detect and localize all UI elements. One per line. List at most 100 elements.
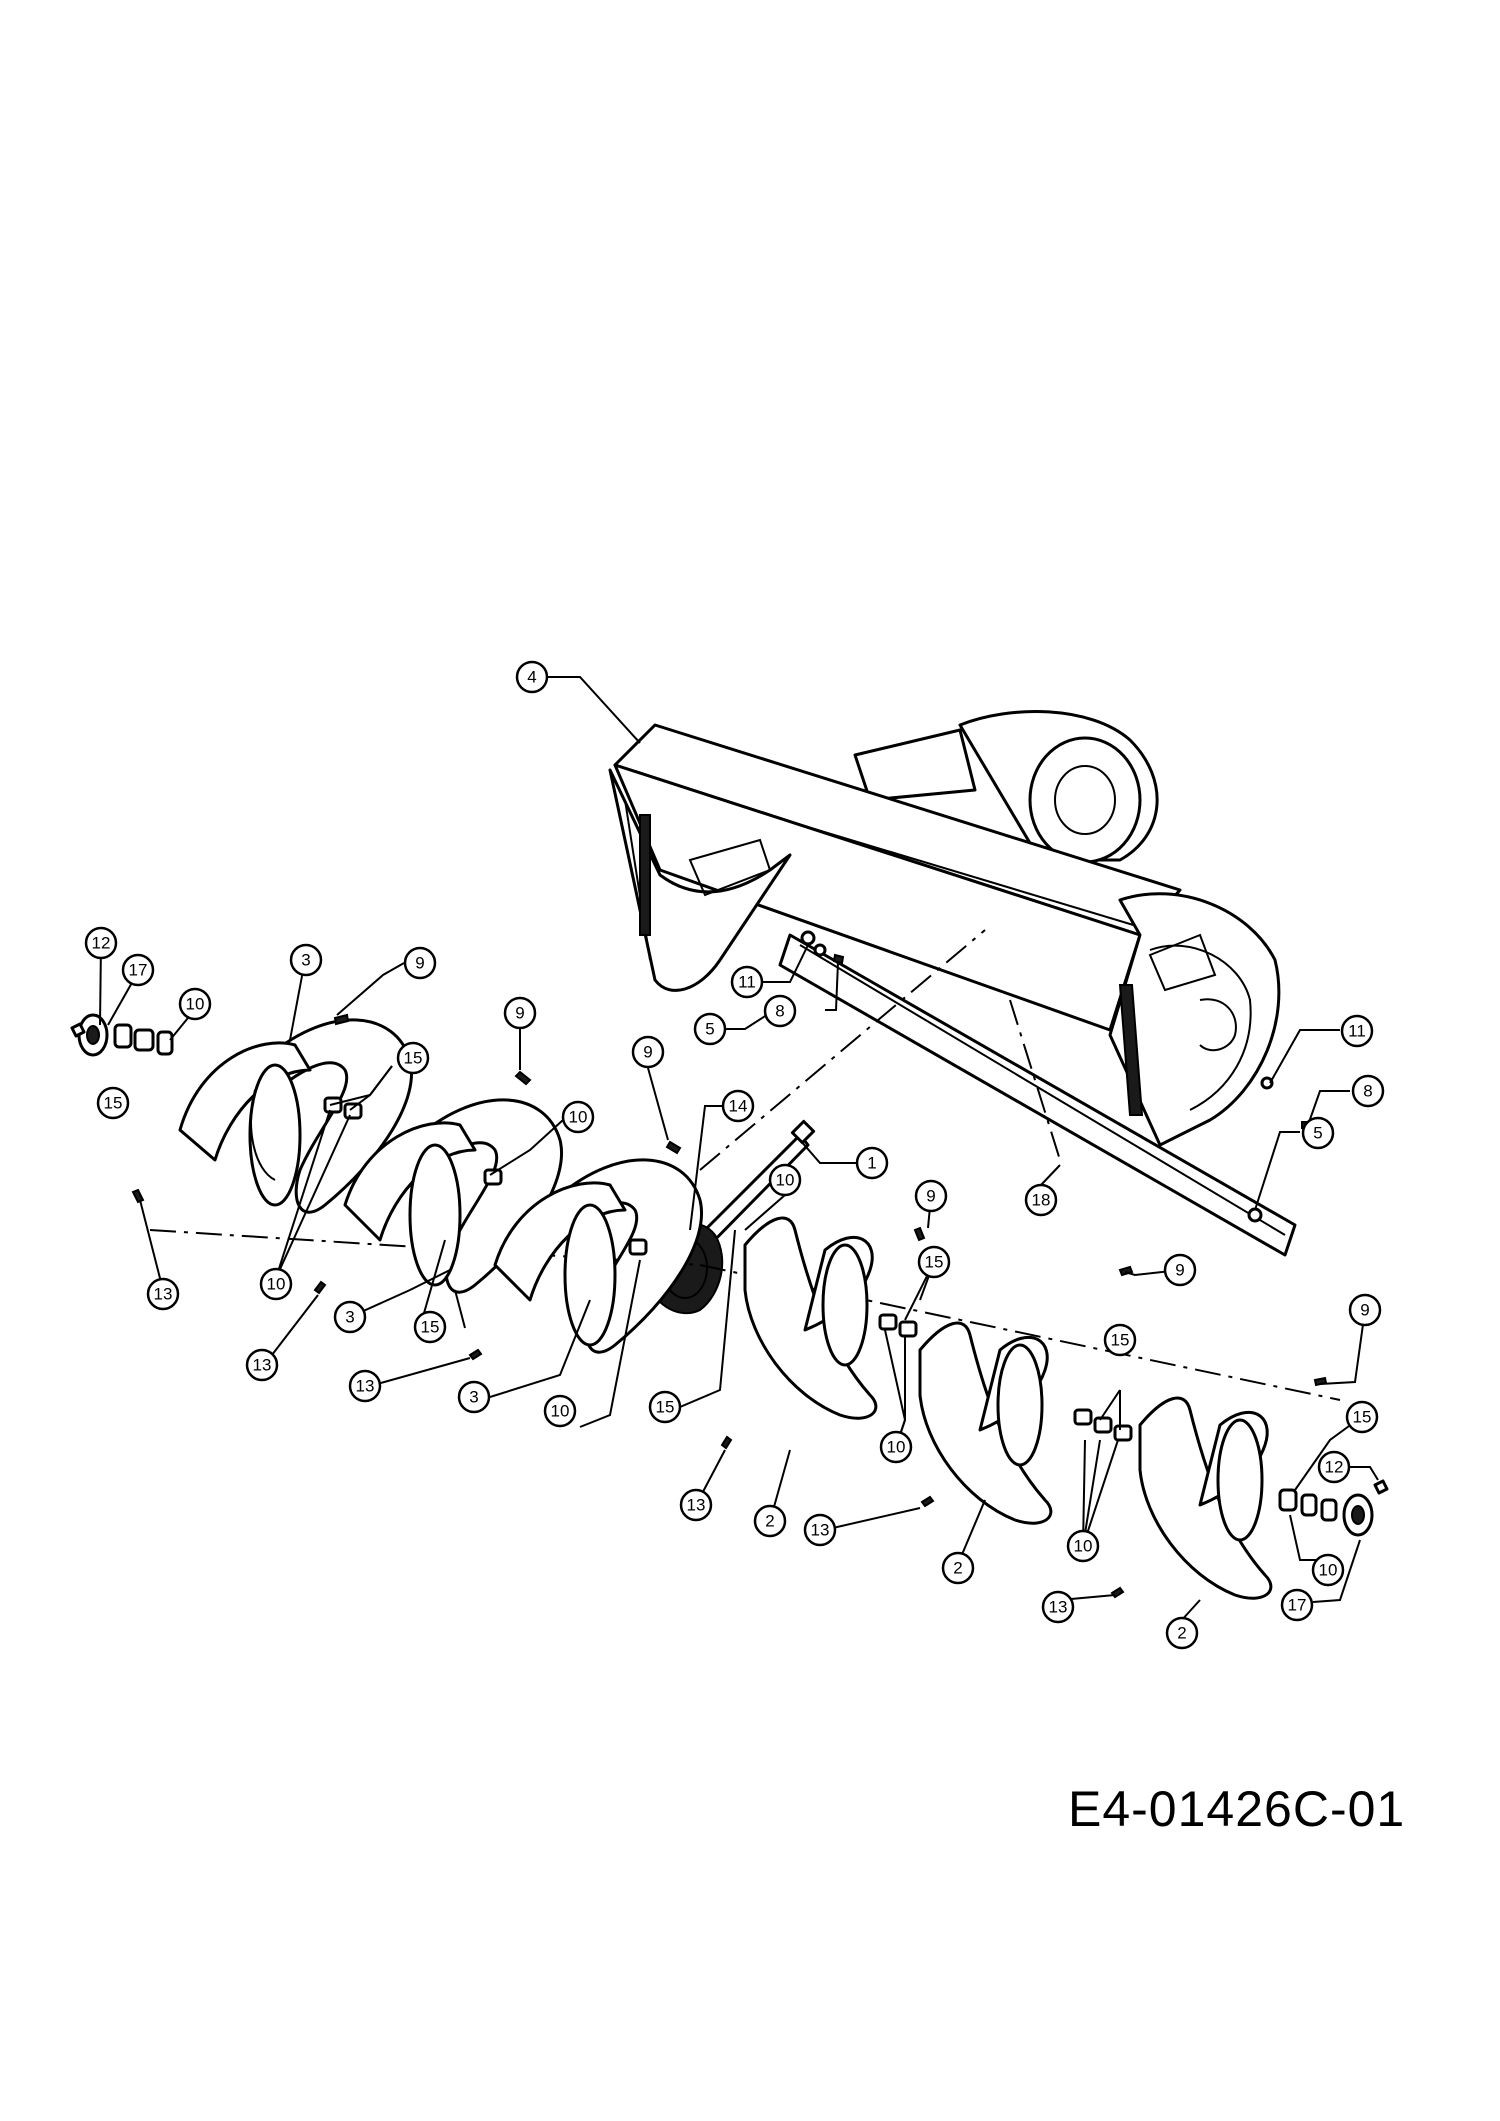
callout-part-12: 12 — [1317, 1450, 1351, 1484]
callout-part-15: 15 — [917, 1245, 951, 1279]
svg-text:13: 13 — [154, 1285, 173, 1304]
svg-text:18: 18 — [1032, 1191, 1051, 1210]
svg-text:9: 9 — [643, 1043, 652, 1062]
callout-part-9: 9 — [503, 996, 537, 1030]
spacers-and-bolts — [131, 930, 1328, 1599]
callout-part-13: 13 — [803, 1513, 837, 1547]
callout-part-15: 15 — [396, 1041, 430, 1075]
svg-text:9: 9 — [926, 1187, 935, 1206]
callout-part-9: 9 — [914, 1179, 948, 1213]
svg-text:3: 3 — [345, 1308, 354, 1327]
svg-text:10: 10 — [776, 1171, 795, 1190]
callout-part-1: 1 — [855, 1146, 889, 1180]
svg-text:15: 15 — [421, 1318, 440, 1337]
callout-part-11: 11 — [1340, 1014, 1374, 1048]
callout-part-3: 3 — [333, 1300, 367, 1334]
left-end-bearing — [70, 1013, 174, 1057]
right-end-bearing — [1278, 1479, 1389, 1537]
svg-text:10: 10 — [551, 1402, 570, 1421]
right-auger-outer — [1138, 1396, 1273, 1600]
svg-text:15: 15 — [1353, 1408, 1372, 1427]
callout-part-9: 9 — [1348, 1293, 1382, 1327]
callout-part-17: 17 — [121, 953, 155, 987]
svg-text:15: 15 — [1111, 1331, 1130, 1350]
callout-part-15: 15 — [413, 1310, 447, 1344]
callout-part-14: 14 — [721, 1089, 755, 1123]
callout-part-10: 10 — [879, 1430, 913, 1464]
leader-lines — [99, 676, 1379, 1623]
callout-part-5: 5 — [1301, 1116, 1335, 1150]
svg-text:13: 13 — [356, 1377, 375, 1396]
svg-text:10: 10 — [186, 995, 205, 1014]
svg-text:8: 8 — [1363, 1082, 1372, 1101]
left-auger-outer — [178, 1018, 413, 1214]
callout-part-5: 5 — [693, 1012, 727, 1046]
svg-text:3: 3 — [301, 951, 310, 970]
callout-part-10: 10 — [259, 1267, 293, 1301]
callout-part-17: 17 — [1280, 1588, 1314, 1622]
left-auger-inner — [493, 1158, 703, 1354]
svg-text:15: 15 — [656, 1398, 675, 1417]
svg-text:2: 2 — [765, 1512, 774, 1531]
callout-part-13: 13 — [348, 1369, 382, 1403]
svg-text:9: 9 — [515, 1004, 524, 1023]
svg-text:2: 2 — [1177, 1624, 1186, 1643]
callout-part-13: 13 — [146, 1277, 180, 1311]
callout-part-8: 8 — [1351, 1074, 1385, 1108]
svg-text:12: 12 — [1325, 1458, 1344, 1477]
callout-part-13: 13 — [679, 1488, 713, 1522]
svg-text:17: 17 — [1288, 1596, 1307, 1615]
svg-text:13: 13 — [1049, 1598, 1068, 1617]
callout-part-2: 2 — [753, 1504, 787, 1538]
callout-part-15: 15 — [1345, 1400, 1379, 1434]
left-auger-middle — [343, 1098, 563, 1294]
callout-part-3: 3 — [457, 1380, 491, 1414]
callout-part-10: 10 — [1311, 1553, 1345, 1587]
svg-text:13: 13 — [687, 1496, 706, 1515]
svg-text:9: 9 — [415, 954, 424, 973]
svg-text:10: 10 — [887, 1438, 906, 1457]
svg-text:14: 14 — [729, 1097, 748, 1116]
svg-text:8: 8 — [775, 1002, 784, 1021]
svg-text:2: 2 — [953, 1559, 962, 1578]
auger-housing — [608, 709, 1297, 1257]
callout-balloons: 4 11 8 5 11 8 5 18 1 14 12 17 10 3 9 9 9… — [84, 660, 1385, 1650]
callout-part-4: 4 — [515, 660, 549, 694]
callout-part-12: 12 — [84, 926, 118, 960]
callout-part-11: 11 — [730, 965, 764, 999]
right-auger-inner — [743, 1216, 878, 1420]
svg-text:13: 13 — [253, 1356, 272, 1375]
callout-part-15: 15 — [1103, 1323, 1137, 1357]
svg-text:11: 11 — [738, 973, 756, 992]
callout-part-15: 15 — [648, 1390, 682, 1424]
callout-part-10: 10 — [768, 1163, 802, 1197]
callout-part-15: 15 — [96, 1086, 130, 1120]
svg-text:15: 15 — [925, 1253, 944, 1272]
svg-text:10: 10 — [1319, 1561, 1338, 1580]
drawing-code: E4-01426C-01 — [1068, 1781, 1406, 1837]
callout-part-10: 10 — [1066, 1529, 1100, 1563]
callout-part-9: 9 — [631, 1035, 665, 1069]
svg-text:10: 10 — [569, 1108, 588, 1127]
svg-text:17: 17 — [129, 961, 148, 980]
svg-text:5: 5 — [705, 1020, 714, 1039]
callout-part-10: 10 — [178, 987, 212, 1021]
callout-part-10: 10 — [561, 1100, 595, 1134]
callout-part-13: 13 — [245, 1348, 279, 1382]
svg-text:10: 10 — [1074, 1537, 1093, 1556]
scraper-axis — [1009, 999, 1061, 1161]
callout-part-18: 18 — [1024, 1183, 1058, 1217]
svg-text:9: 9 — [1360, 1301, 1369, 1320]
callout-part-3: 3 — [289, 943, 323, 977]
callout-part-2: 2 — [1165, 1616, 1199, 1650]
callout-part-2: 2 — [941, 1551, 975, 1585]
svg-text:1: 1 — [867, 1154, 876, 1173]
housing-axis — [699, 929, 986, 1171]
svg-text:4: 4 — [527, 668, 536, 687]
callout-part-9: 9 — [1163, 1253, 1197, 1287]
right-auger-middle — [918, 1321, 1053, 1525]
callout-part-9: 9 — [403, 946, 437, 980]
svg-text:13: 13 — [811, 1521, 830, 1540]
svg-text:12: 12 — [92, 934, 111, 953]
